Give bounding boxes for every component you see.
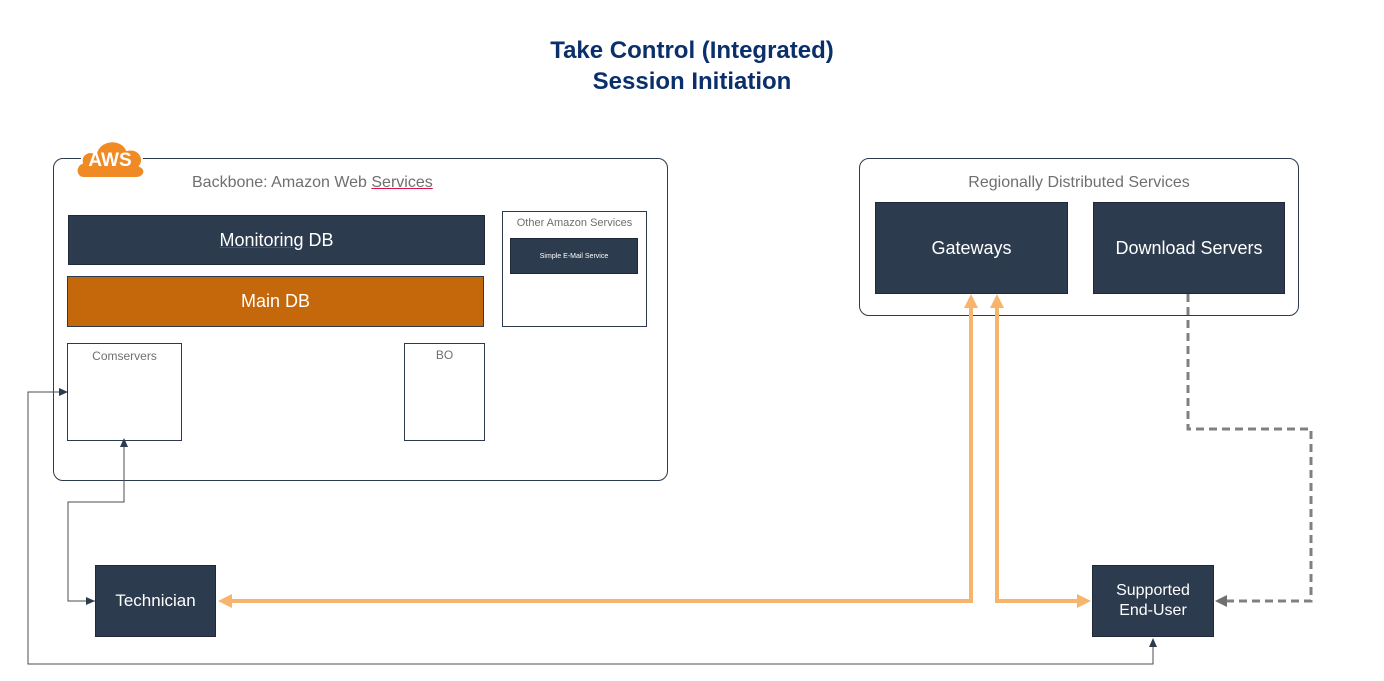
end-user-box: Supported End-User [1092, 565, 1214, 637]
end-user-to-comservers-connector [27, 391, 1154, 665]
technician-to-comservers-connector [67, 444, 125, 602]
monitoring-db-label-b: DB [303, 229, 334, 250]
technician-box: Technician [95, 565, 216, 637]
gateways-label: Gateways [931, 237, 1012, 258]
technician-label: Technician [115, 591, 196, 610]
main-db-box: Main DB [67, 276, 484, 327]
diagram-title-line-1: Take Control (Integrated) [550, 37, 834, 64]
monitoring-db-label-a: Monitoring [219, 229, 304, 250]
gateways-box: Gateways [875, 202, 1068, 294]
download-servers-end-user-flow [1186, 294, 1313, 603]
download-servers-box: Download Servers [1093, 202, 1285, 294]
arrowhead-comservers-left [59, 388, 68, 396]
gateways-end-user-flow [995, 306, 1080, 603]
arrowhead-comservers-bottom [120, 438, 128, 447]
aws-cloud-icon: AWS [72, 130, 148, 182]
aws-badge-text: AWS [88, 150, 132, 171]
bo-box [404, 343, 485, 441]
download-servers-label: Download Servers [1115, 237, 1263, 258]
simple-email-service-box: Simple E-Mail Service [510, 238, 638, 274]
arrowhead-technician-right [218, 594, 232, 608]
end-user-label-line-1: Supported [1116, 582, 1190, 599]
regional-services-label: Regionally Distributed Services [968, 174, 1190, 191]
arrowhead-end-user-left [1077, 594, 1091, 608]
comservers-label: Comservers [92, 349, 157, 363]
regional-services-frame [859, 158, 1299, 316]
diagram-title-line-2: Session Initiation [592, 68, 792, 95]
comservers-box [67, 343, 182, 441]
monitoring-db-box: Monitoring DB [68, 215, 485, 265]
aws-backbone-label: Backbone: Amazon Web Services [192, 174, 433, 191]
simple-email-service-label: Simple E-Mail Service [539, 252, 609, 260]
main-db-label: Main DB [240, 291, 311, 311]
arrowhead-technician-left [86, 597, 95, 605]
arrowhead-gateways-left [964, 294, 978, 308]
end-user-label-line-2: End-User [1119, 602, 1187, 619]
arrowhead-end-user-right [1215, 595, 1227, 607]
other-amazon-services-label: Other Amazon Services [516, 217, 633, 229]
technician-gateways-flow [228, 306, 973, 603]
bo-label: BO [435, 348, 454, 362]
aws-backbone-frame [53, 158, 668, 481]
arrowhead-end-user-bottom [1149, 638, 1157, 647]
arrowhead-gateways-right [990, 294, 1004, 308]
